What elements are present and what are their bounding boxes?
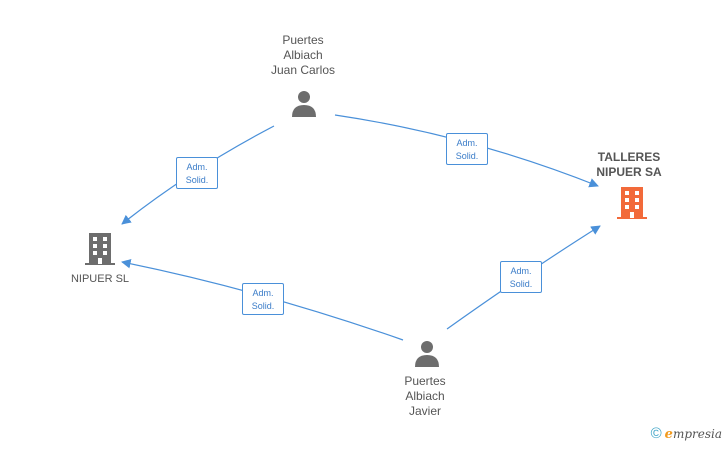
badge-line-2: Solid. <box>185 175 209 185</box>
person-top-line-2: Albiach <box>283 48 323 62</box>
person-bottom-line-2: Albiach <box>405 389 445 403</box>
person-bottom-line-3: Javier <box>408 404 441 418</box>
person-top-line-1: Puertes <box>282 33 324 47</box>
person-icon[interactable] <box>290 89 318 117</box>
person-bottom-label: Puertes Albiach Javier <box>377 374 473 419</box>
badge-line-2: Solid. <box>251 301 275 311</box>
company-main-line-1: TALLERES <box>597 150 661 164</box>
person-top-line-3: Juan Carlos <box>270 63 336 77</box>
company-left-line-1: NIPUER SL <box>70 273 130 285</box>
company-left-label: NIPUER SL <box>52 272 148 287</box>
brand-name: mpresia <box>672 427 722 441</box>
badge-line-1: Adm. <box>252 288 274 298</box>
brand-logo-mark: e <box>664 427 673 442</box>
badge-line-2: Solid. <box>455 151 479 161</box>
building-icon[interactable] <box>615 186 649 220</box>
footer-brand: ©empresia <box>651 425 722 442</box>
edge-label-badge: Adm. Solid. <box>446 133 488 165</box>
edge-label-badge: Adm. Solid. <box>500 261 542 293</box>
building-icon[interactable] <box>84 232 116 266</box>
person-bottom-line-1: Puertes <box>404 374 446 388</box>
person-top-label: Puertes Albiach Juan Carlos <box>255 33 351 78</box>
person-icon[interactable] <box>413 339 441 367</box>
company-main-label: TALLERES NIPUER SA <box>580 150 678 180</box>
badge-line-1: Adm. <box>186 162 208 172</box>
edge-label-badge: Adm. Solid. <box>242 283 284 315</box>
badge-line-2: Solid. <box>509 279 533 289</box>
company-main-line-2: NIPUER SA <box>596 165 662 179</box>
badge-line-1: Adm. <box>510 266 532 276</box>
copyright-symbol: © <box>650 425 662 442</box>
badge-line-1: Adm. <box>456 138 478 148</box>
edge-label-badge: Adm. Solid. <box>176 157 218 189</box>
